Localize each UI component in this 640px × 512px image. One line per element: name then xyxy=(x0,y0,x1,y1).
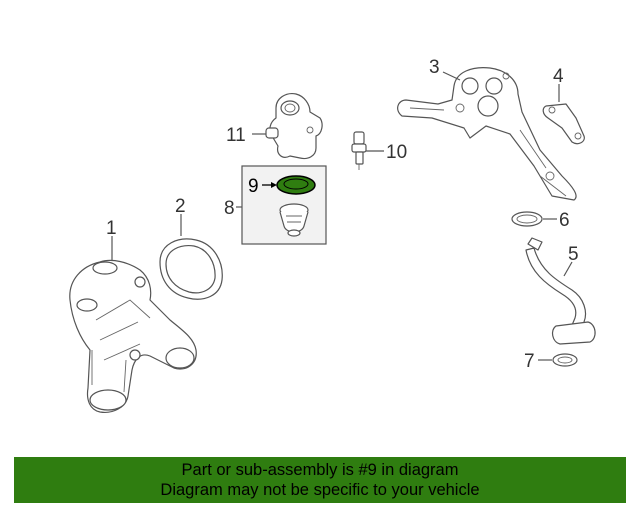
callout-3[interactable]: 3 xyxy=(429,57,440,78)
part-6-o-ring[interactable] xyxy=(511,211,543,227)
leader-5 xyxy=(563,261,573,277)
part-7-small-o-ring[interactable] xyxy=(552,353,578,367)
banner-line-1: Part or sub-assembly is #9 in diagram xyxy=(181,461,459,479)
callout-4[interactable]: 4 xyxy=(553,66,564,87)
banner-line-2: Diagram may not be specific to your vehi… xyxy=(160,481,480,499)
callout-7[interactable]: 7 xyxy=(524,351,535,372)
callout-8[interactable]: 8 xyxy=(224,198,235,219)
callout-2[interactable]: 2 xyxy=(175,196,186,217)
callout-10[interactable]: 10 xyxy=(386,142,407,163)
info-banner: Part or sub-assembly is #9 in diagram Di… xyxy=(14,457,626,503)
part-1-water-outlet-housing[interactable] xyxy=(69,259,197,413)
callout-5[interactable]: 5 xyxy=(568,244,579,265)
callout-11[interactable]: 11 xyxy=(226,125,246,146)
part-9-seal-highlighted[interactable] xyxy=(276,175,316,195)
part-4-bracket[interactable] xyxy=(542,103,585,145)
parts-diagram: 1 2 11 10 8 9 xyxy=(69,57,596,413)
arrow-9 xyxy=(271,182,277,188)
part-3-coolant-manifold[interactable] xyxy=(397,67,577,201)
part-2-gasket[interactable] xyxy=(159,238,223,300)
leader-3 xyxy=(442,71,461,81)
callout-6[interactable]: 6 xyxy=(559,210,570,231)
thermostat-element xyxy=(279,203,309,237)
part-5-coolant-tube[interactable] xyxy=(525,237,596,345)
part-11-thermostat-housing[interactable] xyxy=(265,93,323,160)
callout-1[interactable]: 1 xyxy=(106,218,117,239)
part-10-temperature-sensor[interactable] xyxy=(351,131,367,170)
callout-9[interactable]: 9 xyxy=(248,176,259,197)
